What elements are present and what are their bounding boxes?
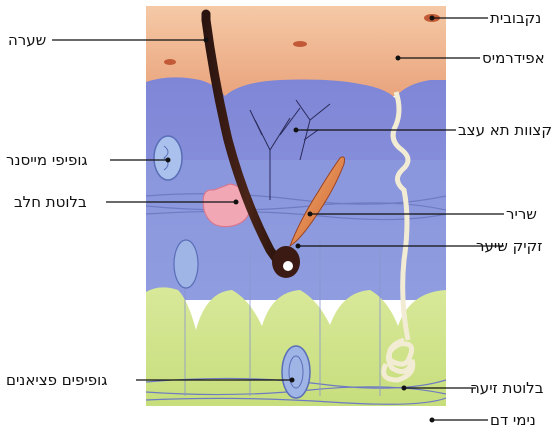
label-follicle: זקיק שיער: [476, 237, 542, 255]
label-blood-vessels: נימי דם: [490, 411, 536, 429]
pacinian-corpuscle-1: [174, 240, 198, 288]
pacinian-corpuscle-2: [282, 346, 310, 398]
label-sweat-gland: בלוטת זיעה: [470, 379, 543, 397]
label-pore: נקבובית: [490, 9, 541, 27]
label-muscle: שריר: [506, 205, 537, 223]
label-sebaceous: בלוטת חלב: [14, 193, 87, 211]
label-epidermis: אפידרמיס: [482, 49, 545, 67]
label-hair: שערה: [8, 31, 46, 49]
label-meissner: גופיפי מייסנר: [6, 151, 88, 169]
label-nerve-endings: קצוות תא עצב: [458, 121, 552, 139]
label-pacinian: גופיפים פציאנים: [6, 371, 107, 389]
